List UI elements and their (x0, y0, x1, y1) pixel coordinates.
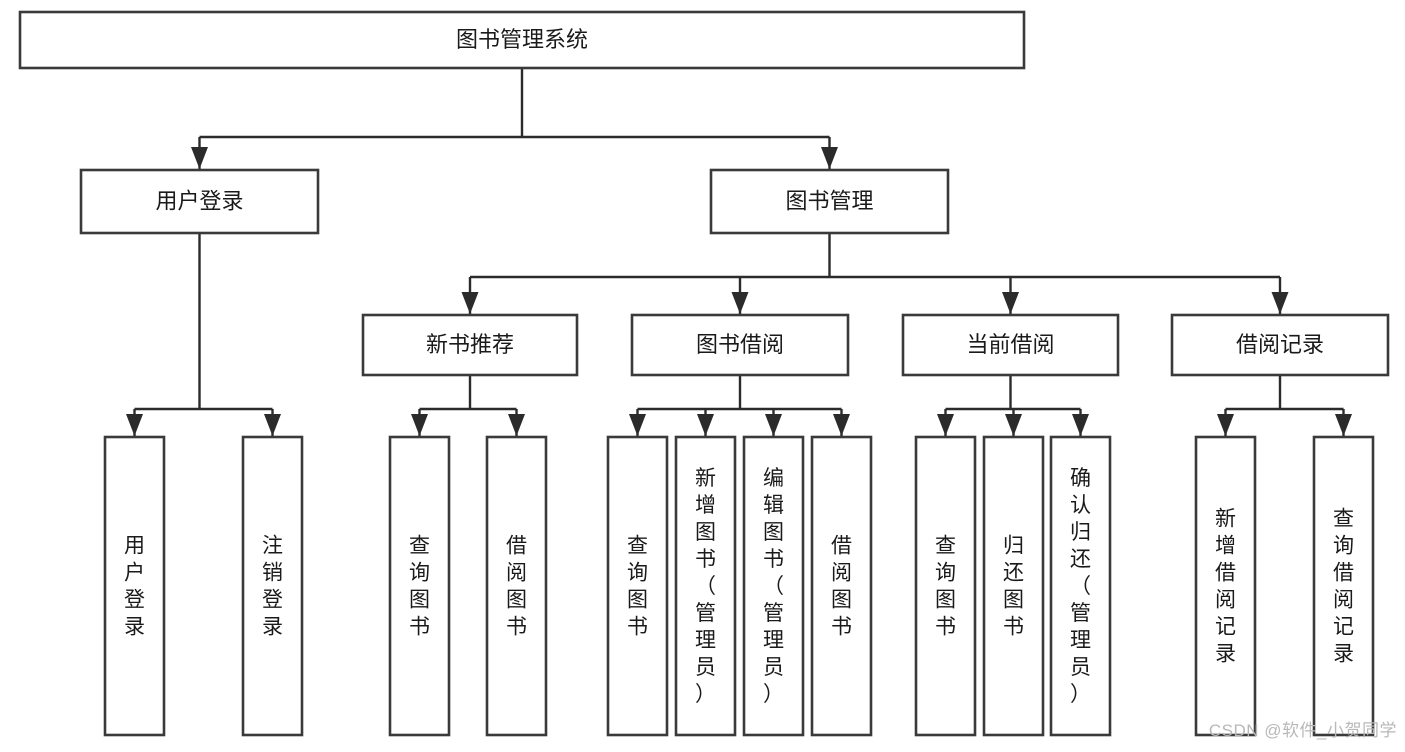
node-leaf-edit-book-label: 编辑图书（管理员） (763, 467, 784, 706)
node-current-borrow-rect[interactable] (901, 313, 1120, 377)
node-leaf-borrow-book-2-rect[interactable] (810, 435, 873, 737)
node-leaf-user-login-label: 用户登录 (124, 535, 145, 639)
node-new-book-recommend[interactable]: 新书推荐 (361, 313, 579, 377)
node-borrow-record[interactable]: 借阅记录 (1170, 313, 1390, 377)
node-root-title-label: 图书管理系统 (456, 27, 588, 52)
node-leaf-user-logout[interactable]: 注销登录 (241, 435, 304, 737)
node-leaf-add-record[interactable]: 新增借阅记录 (1194, 435, 1257, 737)
node-book-borrow-label: 图书借阅 (696, 332, 784, 357)
node-leaf-user-login-rect[interactable] (103, 435, 166, 737)
node-leaf-borrow-book-1-rect[interactable] (485, 435, 548, 737)
arrow-head-icon-book-manage (821, 147, 838, 169)
arrow-head-icon-leaf-query-book-3 (937, 414, 954, 436)
node-root-title-rect[interactable] (18, 10, 1026, 70)
node-leaf-confirm-return-label: 确认归还（管理员） (1070, 467, 1091, 706)
node-leaf-query-book-1-label: 查询图书 (409, 535, 430, 639)
node-new-book-recommend-label: 新书推荐 (426, 332, 514, 357)
node-leaf-query-book-2-rect[interactable] (606, 435, 669, 737)
node-leaf-query-record-label: 查询借阅记录 (1333, 508, 1354, 666)
node-book-manage[interactable]: 图书管理 (709, 168, 950, 235)
node-leaf-add-record-rect[interactable] (1194, 435, 1257, 737)
arrow-head-icon-leaf-confirm-return (1072, 414, 1089, 436)
arrow-head-icon-leaf-query-book-1 (411, 414, 428, 436)
node-leaf-query-book-3-label: 查询图书 (935, 535, 956, 639)
node-new-book-recommend-rect[interactable] (361, 313, 579, 377)
node-leaf-confirm-return[interactable]: 确认归还（管理员） (1049, 435, 1112, 737)
node-leaf-user-logout-rect[interactable] (241, 435, 304, 737)
node-leaf-edit-book[interactable]: 编辑图书（管理员） (742, 435, 805, 737)
node-root-title[interactable]: 图书管理系统 (18, 10, 1026, 70)
arrow-head-icon-leaf-add-book (697, 414, 714, 436)
arrow-head-icon-user-login (191, 147, 208, 169)
node-leaf-confirm-return-rect[interactable] (1049, 435, 1112, 737)
node-book-manage-label: 图书管理 (785, 188, 873, 213)
arrow-head-icon-new-book-recommend (461, 292, 479, 314)
watermark-label: CSDN @软件_小贺同学 (1208, 721, 1397, 740)
node-user-login-rect[interactable] (79, 168, 320, 235)
arrow-head-icon-borrow-record (1271, 292, 1289, 314)
node-leaf-query-book-2[interactable]: 查询图书 (606, 435, 669, 737)
arrow-head-icon-book-borrow (731, 292, 749, 314)
arrow-head-icon-leaf-query-book-2 (629, 414, 646, 436)
arrow-head-icon-leaf-user-login (126, 414, 143, 436)
node-leaf-user-logout-label: 注销登录 (262, 535, 283, 639)
node-leaf-add-book[interactable]: 新增图书（管理员） (674, 435, 737, 737)
node-current-borrow-label: 当前借阅 (966, 332, 1054, 357)
node-leaf-query-book-1[interactable]: 查询图书 (388, 435, 451, 737)
arrow-head-icon-leaf-borrow-book-1 (508, 414, 525, 436)
node-leaf-return-book[interactable]: 归还图书 (982, 435, 1045, 737)
node-leaf-query-record-rect[interactable] (1312, 435, 1375, 737)
arrow-head-icon-leaf-add-record (1217, 414, 1234, 436)
node-leaf-add-book-rect[interactable] (674, 435, 737, 737)
node-leaf-add-book-label: 新增图书（管理员） (695, 467, 716, 706)
arrow-head-icon-current-borrow (1002, 292, 1019, 314)
node-user-login[interactable]: 用户登录 (79, 168, 320, 235)
node-leaf-return-book-label: 归还图书 (1003, 535, 1024, 639)
node-leaf-edit-book-rect[interactable] (742, 435, 805, 737)
node-leaf-query-book-2-label: 查询图书 (627, 535, 648, 639)
node-leaf-borrow-book-1-label: 借阅图书 (506, 535, 527, 639)
node-book-borrow[interactable]: 图书借阅 (630, 313, 850, 377)
node-leaf-add-record-label: 新增借阅记录 (1215, 508, 1236, 666)
node-current-borrow[interactable]: 当前借阅 (901, 313, 1120, 377)
node-leaf-query-book-3-rect[interactable] (914, 435, 977, 737)
node-book-borrow-rect[interactable] (630, 313, 850, 377)
node-leaf-query-record[interactable]: 查询借阅记录 (1312, 435, 1375, 737)
node-leaf-borrow-book-2[interactable]: 借阅图书 (810, 435, 873, 737)
arrow-head-icon-leaf-borrow-book-2 (833, 414, 850, 436)
node-borrow-record-rect[interactable] (1170, 313, 1390, 377)
node-leaf-return-book-rect[interactable] (982, 435, 1045, 737)
node-leaf-query-book-3[interactable]: 查询图书 (914, 435, 977, 737)
arrow-head-icon-leaf-query-record (1335, 414, 1352, 436)
node-borrow-record-label: 借阅记录 (1236, 332, 1324, 357)
node-user-login-label: 用户登录 (155, 188, 243, 213)
node-leaf-query-book-1-rect[interactable] (388, 435, 451, 737)
node-leaf-borrow-book-2-label: 借阅图书 (831, 535, 852, 639)
node-leaf-user-login[interactable]: 用户登录 (103, 435, 166, 737)
arrow-head-icon-leaf-user-logout (264, 414, 281, 436)
arrow-head-icon-leaf-return-book (1005, 414, 1022, 436)
node-book-manage-rect[interactable] (709, 168, 950, 235)
node-leaf-borrow-book-1[interactable]: 借阅图书 (485, 435, 548, 737)
arrow-head-icon-leaf-edit-book (765, 414, 782, 436)
